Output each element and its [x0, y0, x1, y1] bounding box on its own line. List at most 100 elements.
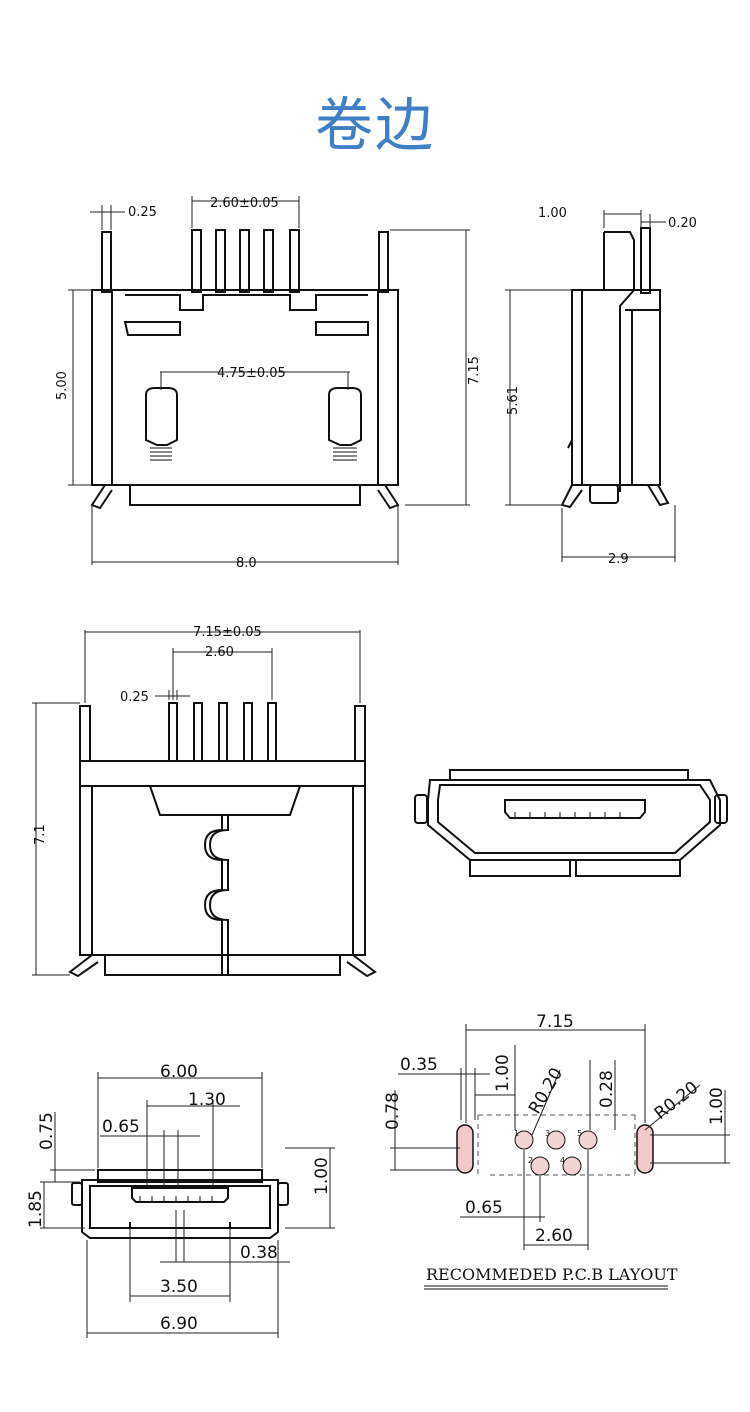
pin-number-2: 2: [528, 1156, 533, 1165]
end-shell: [81, 1179, 279, 1239]
pcb-pad-2: [530, 1156, 550, 1176]
dim-line: [129, 1228, 231, 1302]
front-bottom-shell: [129, 484, 361, 506]
dim-total-height: 7.15: [467, 356, 482, 385]
dim-depth: 2.9: [608, 552, 629, 567]
side-bottom-tab: [589, 484, 619, 504]
side-pin: [640, 227, 651, 294]
dim-line: [172, 648, 273, 700]
front-pin: [239, 229, 250, 293]
front-right-post: [378, 231, 389, 293]
end-view: 6.00 1.30 0.65 0.75 1.85 1.00 0.38 3.50 …: [26, 1062, 335, 1338]
dim-left-height: 0.78: [383, 1092, 403, 1130]
end-left-tab: [71, 1182, 83, 1206]
dim-leader: [644, 1084, 701, 1131]
dim-height: 7.1: [33, 824, 48, 845]
front-left-contact: [145, 387, 178, 446]
dim-pin-pitch: 2.60±0.05: [210, 196, 279, 211]
port-bottom: [469, 860, 681, 877]
end-top-rim: [97, 1169, 263, 1183]
port-shell: [427, 779, 721, 861]
dim-line: [68, 289, 95, 486]
dim-line: [589, 1060, 616, 1130]
dim-line: [84, 630, 361, 703]
dim-pin-pitch: 0.65: [102, 1117, 140, 1137]
dim-line: [160, 1210, 290, 1263]
pcb-pad-3: [546, 1130, 566, 1150]
dim-line: [524, 1150, 589, 1250]
front-pin: [215, 229, 226, 293]
front-contact-lines: [150, 447, 357, 461]
end-shell-inner: [89, 1185, 271, 1229]
port-front-view: [414, 769, 728, 877]
dim-line: [32, 702, 80, 976]
back-top-band: [79, 760, 366, 787]
port-right-tab: [714, 794, 728, 824]
front-top-notch: [125, 294, 368, 311]
dim-slot-offset: 1.00: [493, 1054, 513, 1092]
page-title: 卷边: [314, 91, 435, 159]
dim-pin-width: 0.25: [120, 690, 149, 705]
pcb-caption: RECOMMEDED P.C.B LAYOUT: [426, 1265, 678, 1284]
dim-radius-right: R0.20: [651, 1078, 702, 1124]
side-latch: [567, 439, 573, 458]
back-pin: [193, 702, 203, 762]
front-pin: [289, 229, 300, 293]
back-pin: [218, 702, 228, 762]
dim-lower-offset: 0.38: [240, 1243, 278, 1263]
pcb-right-slot: [636, 1124, 654, 1174]
back-pin: [168, 702, 178, 762]
dim-line: [91, 505, 399, 565]
back-feet: [68, 954, 377, 978]
end-contacts: [139, 1196, 213, 1202]
dim-line: [398, 1068, 490, 1120]
dim-body-height: 1.85: [26, 1190, 46, 1228]
dim-top-offset: 1.00: [538, 206, 567, 221]
pcb-pad-5: [578, 1130, 598, 1150]
dim-inner-width: 4.75±0.05: [217, 366, 286, 381]
front-view: 0.25 2.60±0.05 4.75±0.05 5.00 7.15 8.0: [55, 196, 482, 571]
dim-top-height: 0.75: [37, 1112, 57, 1150]
dim-line: [90, 205, 125, 230]
pin-number-3: 3: [545, 1129, 550, 1138]
dim-line: [650, 1090, 730, 1164]
dim-slot-width: 0.35: [400, 1055, 438, 1075]
dim-line: [390, 1090, 460, 1171]
back-bottom-shell: [104, 955, 341, 976]
dim-height: 5.61: [506, 386, 521, 415]
back-view: 7.15±0.05 2.60 0.25 7.1: [32, 625, 377, 978]
back-pin: [267, 702, 277, 762]
back-notch: [149, 785, 301, 816]
dim-line: [191, 196, 300, 228]
dim-total-width: 7.15: [536, 1012, 574, 1032]
front-pin: [191, 229, 202, 293]
dim-line: [86, 1240, 279, 1338]
pcb-layout: 1 2 3 4 5 7.15 0.35 1.00 R0.20 0.28 R0.2…: [383, 1012, 730, 1290]
front-feet: [90, 484, 400, 510]
pcb-caption-underline: [424, 1285, 668, 1290]
pin-number-1: 1: [514, 1129, 519, 1138]
dim-width: 7.15±0.05: [193, 625, 262, 640]
front-pin: [263, 229, 274, 293]
dim-line: [460, 1150, 545, 1250]
port-left-tab: [414, 794, 428, 824]
dim-lower-width: 3.50: [160, 1277, 198, 1297]
dim-line: [603, 210, 666, 228]
side-body-lines: [581, 290, 660, 485]
port-opening: [504, 799, 646, 819]
dim-line: [160, 371, 350, 390]
dim-line: [390, 229, 470, 506]
dim-leader: [531, 1069, 561, 1136]
front-left-post: [101, 231, 112, 293]
dim-line: [285, 1147, 335, 1229]
dim-line: [146, 1100, 240, 1185]
dim-pitch: 2.60: [205, 645, 234, 660]
dim-pin-span: 1.30: [188, 1090, 226, 1110]
dim-body-height: 5.00: [55, 371, 70, 400]
dim-line: [155, 690, 190, 700]
port-shell-inner: [437, 784, 711, 854]
dim-tab-height: 1.00: [312, 1157, 332, 1195]
pin-number-4: 4: [560, 1156, 565, 1165]
front-right-contact: [328, 387, 362, 446]
